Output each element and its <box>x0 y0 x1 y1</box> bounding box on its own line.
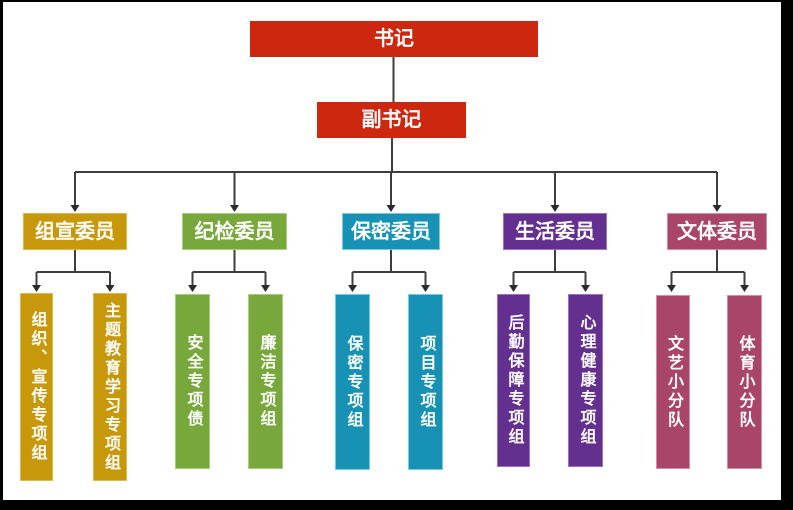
org-node-label: 主题教育学习专项组 <box>102 301 119 473</box>
org-node-committee-life: 生活委员 <box>503 213 607 250</box>
org-node-subgroup-theme-education-study: 主题教育学习专项组 <box>93 293 127 481</box>
org-node-label: 书记 <box>374 28 414 50</box>
org-node-label: 安全专项债 <box>184 334 202 429</box>
org-node-subgroup-arts-team: 文艺小分队 <box>656 295 690 469</box>
org-node-label: 副书记 <box>361 109 422 131</box>
org-node-label: 项目专项组 <box>417 334 435 430</box>
org-node-subgroup-project: 项目专项组 <box>408 294 443 470</box>
org-node-subgroup-safety: 安全专项债 <box>175 294 210 469</box>
org-node-subgroup-sports-team: 体育小分队 <box>727 295 762 469</box>
org-node-label: 组织、宣传专项组 <box>28 311 46 463</box>
org-node-deputy-secretary: 副书记 <box>317 102 466 138</box>
org-node-committee-confidentiality: 保密委员 <box>342 213 440 250</box>
org-node-committee-organization-publicity: 组宣委员 <box>23 213 127 250</box>
org-node-label: 保密委员 <box>351 220 431 243</box>
org-node-subgroup-integrity: 廉洁专项组 <box>248 294 283 469</box>
org-node-secretary: 书记 <box>250 21 538 57</box>
diagram-canvas <box>3 2 781 500</box>
org-node-label: 文体委员 <box>677 220 757 243</box>
org-node-subgroup-organization-publicity: 组织、宣传专项组 <box>20 293 53 481</box>
org-node-subgroup-confidentiality: 保密专项组 <box>335 294 370 470</box>
org-node-label: 廉洁专项组 <box>257 334 275 429</box>
org-node-label: 保密专项组 <box>344 334 362 430</box>
org-node-label: 体育小分队 <box>736 334 754 430</box>
org-node-label: 后勤保障专项组 <box>505 314 523 447</box>
org-node-label: 组宣委员 <box>35 220 115 243</box>
org-node-committee-culture-sports: 文体委员 <box>667 213 767 250</box>
org-node-label: 文艺小分队 <box>665 334 682 430</box>
org-node-subgroup-logistics-support: 后勤保障专项组 <box>497 294 530 467</box>
org-node-label: 心理健康专项组 <box>577 314 595 447</box>
org-node-label: 生活委员 <box>515 220 595 243</box>
org-node-subgroup-mental-health: 心理健康专项组 <box>568 294 603 467</box>
org-node-label: 纪检委员 <box>194 220 275 243</box>
org-node-committee-discipline: 纪检委员 <box>182 213 287 250</box>
